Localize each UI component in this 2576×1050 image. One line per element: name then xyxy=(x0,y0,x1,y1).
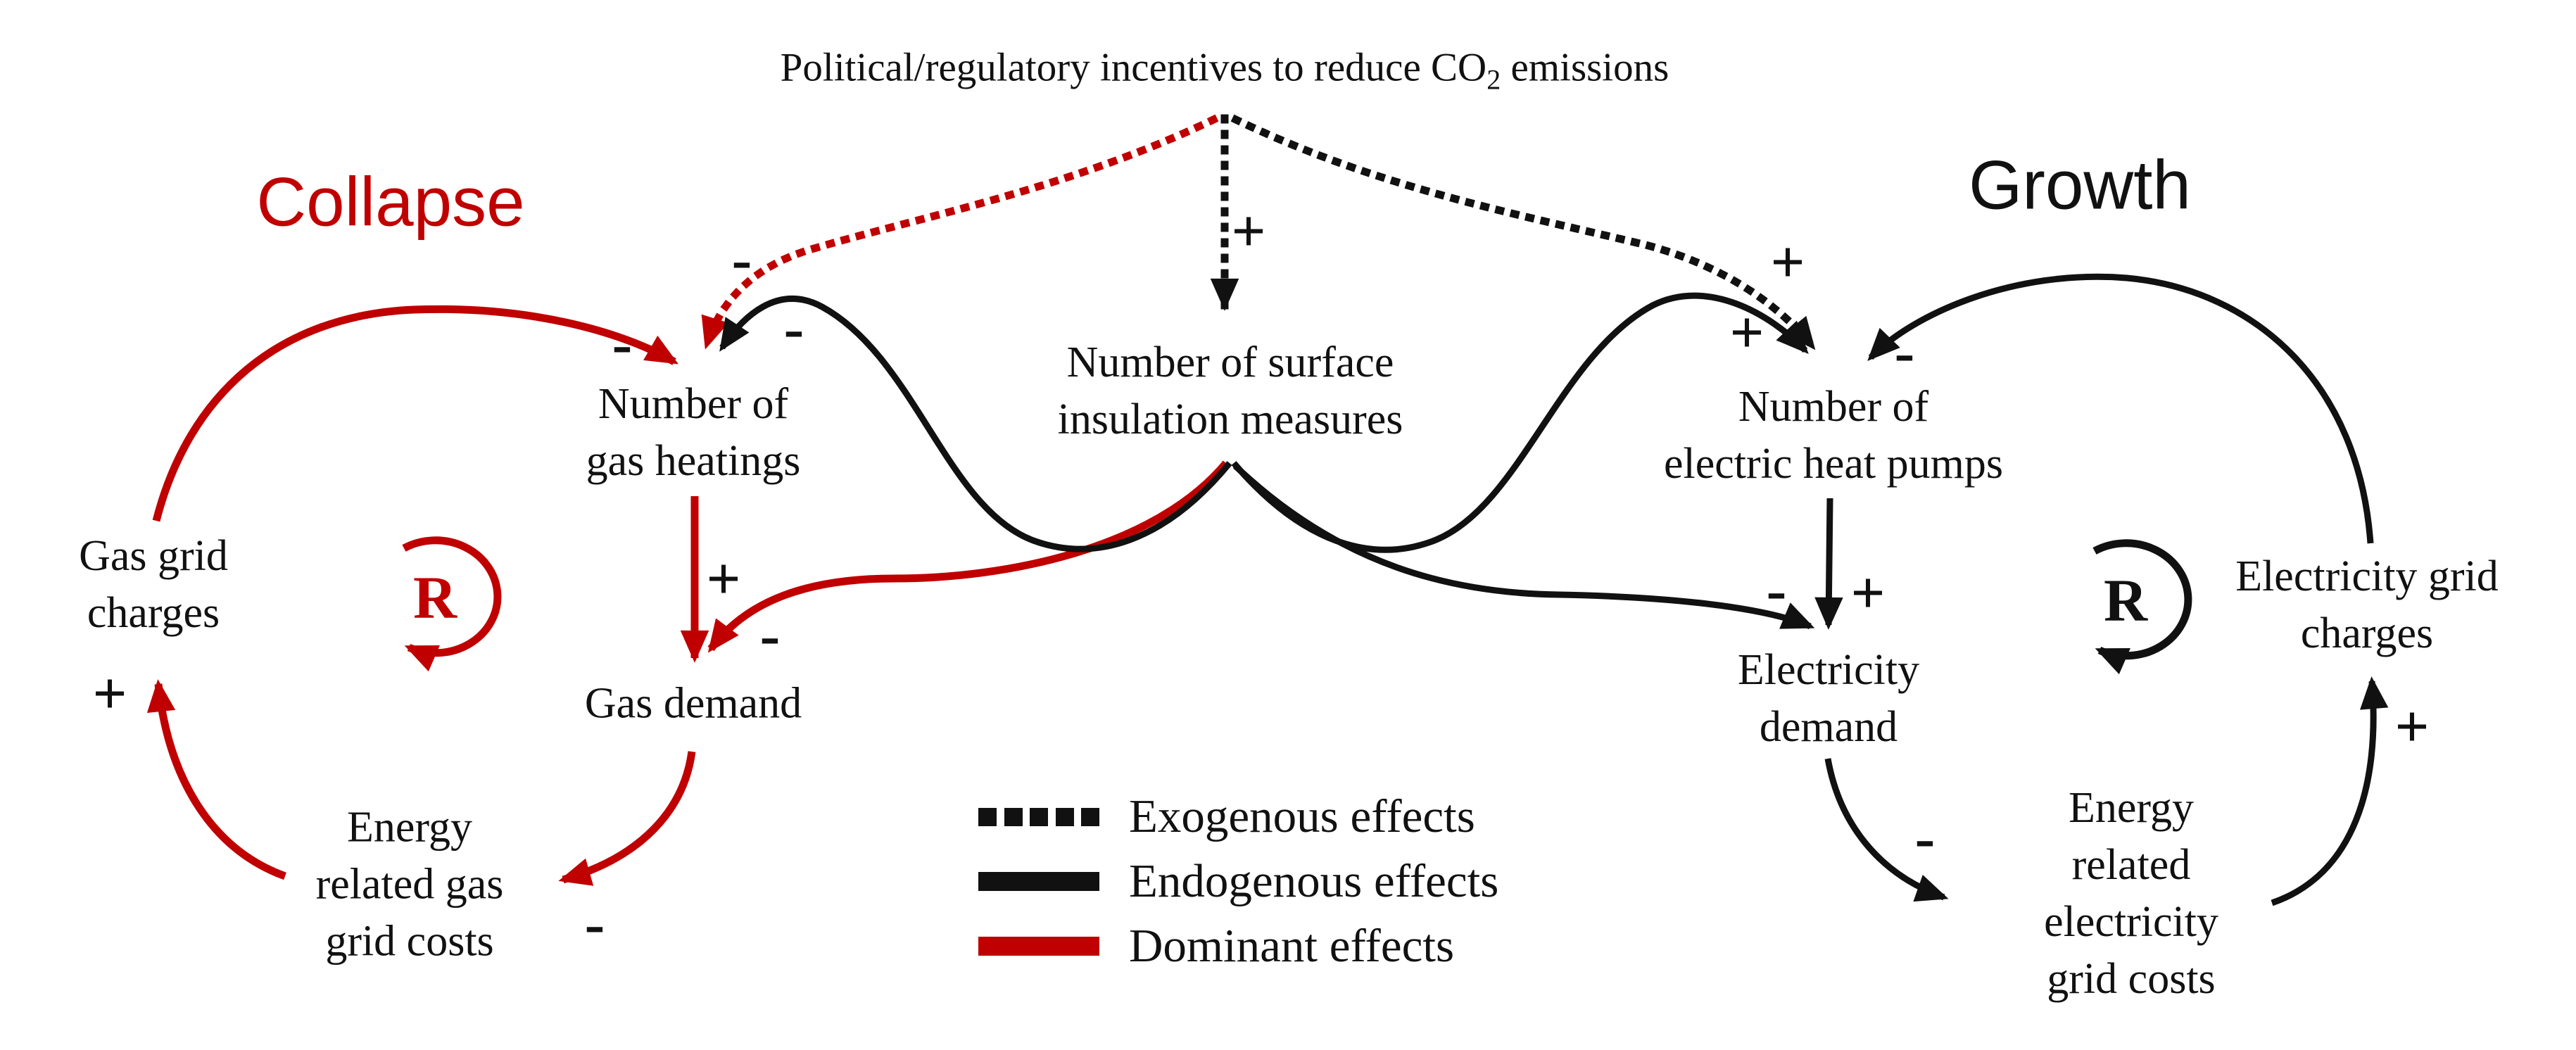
edge-gas-demand-to-gas-costs xyxy=(558,751,696,886)
sign-insulation-to-gas-demand: - xyxy=(759,601,781,669)
sign-heat-pumps-to-elec-demand: + xyxy=(1850,559,1886,626)
node-energy-electricity-grid-costs: Energy related electricity grid costs xyxy=(2044,780,2218,1008)
sign-gas-costs-to-charges: + xyxy=(92,659,127,727)
collapse-loop-label: Collapse xyxy=(256,163,525,241)
node-line: Number of xyxy=(1738,383,1929,431)
reinforcing-loop-arc-collapse xyxy=(402,536,502,672)
sign-grid-charges-to-heat-pumps: - xyxy=(1894,318,1915,386)
node-energy-gas-grid-costs: Energy related gas grid costs xyxy=(316,799,504,970)
title-subscript: 2 xyxy=(1486,63,1501,96)
reinforcing-loop-letter-collapse: R xyxy=(413,564,457,631)
endogenous-line-swatch xyxy=(978,872,1099,891)
node-line: Gas grid xyxy=(79,532,228,580)
node-line: Number of surface xyxy=(1066,339,1394,386)
growth-loop-label: Growth xyxy=(1969,146,2191,224)
node-line: Energy xyxy=(347,803,472,852)
legend-label: Exogenous effects xyxy=(1129,790,1475,842)
sign-gas-heatings-to-gas-demand: + xyxy=(706,545,741,612)
node-electricity-demand: Electricity demand xyxy=(1738,642,1919,756)
node-line: electricity xyxy=(2044,898,2218,946)
edge-insulation-to-elec-demand xyxy=(1232,463,1815,630)
reinforcing-loop-arc-growth xyxy=(2092,539,2192,675)
legend-row-endogenous: Endogenous effects xyxy=(978,854,1498,909)
node-line: Electricity xyxy=(1737,646,1920,694)
node-line: gas heatings xyxy=(586,437,801,485)
node-gas-grid-charges: Gas grid charges xyxy=(79,528,228,642)
node-line: charges xyxy=(87,589,220,637)
edge-insulation-to-gas-heatings xyxy=(719,296,1232,552)
node-line: electric heat pumps xyxy=(1663,440,2004,488)
edge-insulation-to-gas-demand xyxy=(707,460,1230,653)
node-line: demand xyxy=(1759,703,1898,751)
node-line: Electricity grid xyxy=(2235,552,2499,600)
sign-charges-to-gas-heatings: - xyxy=(612,310,633,377)
node-gas-heatings: Number of gas heatings xyxy=(586,376,801,490)
sign-political-to-gas-heatings: - xyxy=(731,225,752,293)
sign-insulation-to-elec-demand: - xyxy=(1766,556,1787,624)
edge-gas-costs-to-charges xyxy=(146,679,286,880)
sign-elec-costs-to-grid-charges: + xyxy=(2394,692,2430,760)
exogenous-line-swatch xyxy=(978,807,1099,826)
node-line: charges xyxy=(2300,609,2434,657)
edge-political-to-gas-heatings xyxy=(701,114,1219,350)
node-electric-heat-pumps: Number of electric heat pumps xyxy=(1664,379,2003,493)
node-insulation-measures: Number of surface insulation measures xyxy=(1058,334,1403,448)
sign-elec-demand-to-elec-costs: - xyxy=(1914,804,1936,871)
node-line: Energy xyxy=(2069,784,2194,832)
node-line: Gas demand xyxy=(584,679,802,728)
title-text: Political/regulatory incentives to reduc… xyxy=(780,45,1487,90)
reinforcing-loop-letter-growth: R xyxy=(2104,567,2148,634)
sign-insulation-to-gas-heatings: - xyxy=(783,294,804,362)
node-line: related xyxy=(2071,841,2191,889)
legend-row-dominant: Dominant effects xyxy=(978,919,1454,973)
title-suffix: emissions xyxy=(1501,45,1669,90)
sign-gas-demand-to-gas-costs: - xyxy=(584,890,605,957)
legend-row-exogenous: Exogenous effects xyxy=(978,790,1475,844)
node-line: insulation measures xyxy=(1057,396,1403,443)
sign-political-to-heat-pumps: + xyxy=(1770,228,1805,296)
edge-charges-to-gas-heatings xyxy=(152,305,678,522)
node-electricity-grid-charges: Electricity grid charges xyxy=(2235,548,2499,662)
node-line: grid costs xyxy=(2047,955,2216,1003)
sign-political-to-insulation: + xyxy=(1231,197,1266,265)
edge-grid-charges-to-heat-pumps xyxy=(1867,273,2374,544)
sign-insulation-to-heat-pumps: + xyxy=(1729,298,1764,366)
edge-political-to-heat-pumps xyxy=(1230,114,1818,352)
edge-elec-demand-to-elec-costs xyxy=(1824,758,1949,902)
legend-label: Endogenous effects xyxy=(1129,855,1499,907)
edge-heat-pumps-to-elec-demand xyxy=(1814,498,1843,630)
node-line: grid costs xyxy=(325,917,494,966)
node-line: Number of xyxy=(598,380,789,428)
dominant-line-swatch xyxy=(978,937,1099,956)
node-gas-demand: Gas demand xyxy=(585,676,802,733)
page-title: Political/regulatory incentives to reduc… xyxy=(781,44,1669,96)
edge-elec-costs-to-grid-charges xyxy=(2271,676,2389,906)
node-line: related gas xyxy=(315,860,504,909)
legend-label: Dominant effects xyxy=(1129,920,1455,972)
